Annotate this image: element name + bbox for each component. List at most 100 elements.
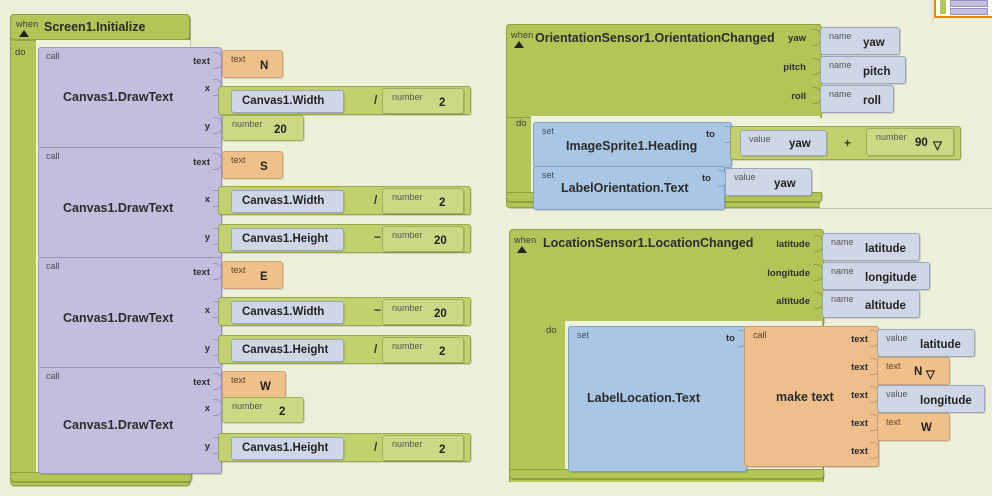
arg-label-y: y xyxy=(204,343,210,354)
text-value[interactable]: W xyxy=(260,381,271,393)
getter-value: Canvas1.Width xyxy=(242,95,325,107)
name-key-label: name xyxy=(831,237,854,247)
event-title-location-changed: LocationSensor1.LocationChanged xyxy=(543,236,754,250)
number-key-label: number xyxy=(392,341,423,351)
param-getter-longitude[interactable]: name longitude xyxy=(822,262,930,290)
text-block[interactable]: text N xyxy=(222,50,283,78)
collapse-triangle-icon[interactable] xyxy=(514,41,524,48)
call-label: call xyxy=(46,371,60,381)
getter-block-canvas1-height[interactable]: Canvas1.Height xyxy=(231,228,344,251)
chevron-down-icon[interactable]: ▽ xyxy=(926,369,935,381)
socket-label-text: text xyxy=(851,362,868,373)
text-key-label: text xyxy=(886,417,901,427)
number-block[interactable]: number 20 xyxy=(222,115,304,141)
getter-block-latitude[interactable]: value latitude xyxy=(877,329,975,357)
text-value[interactable]: S xyxy=(260,161,268,173)
number-block-with-dropdown[interactable]: number 90 ▽ xyxy=(866,128,954,156)
value-key-label: value xyxy=(886,333,908,343)
flyout-accent-strip xyxy=(940,0,946,14)
number-value[interactable]: 2 xyxy=(439,97,446,109)
number-key-label: number xyxy=(392,439,423,449)
number-value[interactable]: 90 xyxy=(915,137,928,149)
param-getter-altitude[interactable]: name altitude xyxy=(822,290,920,318)
getter-block-canvas1-width[interactable]: Canvas1.Width xyxy=(231,90,344,113)
call-method-name: Canvas1.DrawText xyxy=(63,201,174,215)
setter-block-labellocation-text[interactable]: set LabelLocation.Text to xyxy=(568,326,747,472)
socket-maketext-5 xyxy=(870,442,879,459)
call-block-canvas1-drawtext[interactable]: call Canvas1.DrawText xyxy=(38,47,222,149)
number-block[interactable]: number 20 xyxy=(382,226,464,252)
call-block-canvas1-drawtext[interactable]: call Canvas1.DrawText xyxy=(38,257,222,369)
param-getter-latitude[interactable]: name latitude xyxy=(822,233,920,261)
param-label-pitch: pitch xyxy=(783,62,806,73)
getter-block-canvas1-height[interactable]: Canvas1.Height xyxy=(231,339,344,362)
getter-block-canvas1-width[interactable]: Canvas1.Width xyxy=(231,301,344,324)
text-block[interactable]: text W xyxy=(222,371,286,399)
text-block[interactable]: text E xyxy=(222,261,283,289)
number-block[interactable]: number 2 xyxy=(222,397,304,423)
chevron-down-icon[interactable]: ▽ xyxy=(933,140,942,152)
text-value[interactable]: N xyxy=(914,366,923,378)
call-block-canvas1-drawtext[interactable]: call Canvas1.DrawText xyxy=(38,147,222,259)
text-value[interactable]: N xyxy=(260,60,269,72)
number-block[interactable]: number 2 xyxy=(382,188,464,214)
number-block[interactable]: number 2 xyxy=(382,337,464,363)
getter-value: Canvas1.Height xyxy=(242,442,329,454)
name-key-label: name xyxy=(831,294,854,304)
call-label: call xyxy=(46,51,60,61)
event-location-header[interactable] xyxy=(509,229,824,323)
number-value[interactable]: 20 xyxy=(434,235,447,247)
call-block-canvas1-drawtext[interactable]: call Canvas1.DrawText xyxy=(38,367,222,474)
number-value[interactable]: 2 xyxy=(439,444,446,456)
getter-block-yaw[interactable]: value yaw xyxy=(740,130,827,156)
setter-block-imagesprite1-heading[interactable]: set ImageSprite1.Heading to xyxy=(533,122,732,168)
getter-value: Canvas1.Height xyxy=(242,233,329,245)
text-block[interactable]: text S xyxy=(222,151,283,179)
param-label-longitude: longitude xyxy=(767,268,810,279)
operator-symbol: / xyxy=(374,440,378,454)
when-label: when xyxy=(16,19,39,29)
param-value: altitude xyxy=(865,300,906,312)
param-getter-yaw[interactable]: name yaw xyxy=(820,27,900,55)
text-key-label: text xyxy=(231,155,246,165)
socket-label-text: text xyxy=(851,334,868,345)
number-key-label: number xyxy=(392,92,423,102)
text-key-label: text xyxy=(886,361,901,371)
arg-label-text: text xyxy=(193,56,210,67)
number-value[interactable]: 2 xyxy=(439,346,446,358)
operator-symbol: + xyxy=(844,136,852,150)
param-label-altitude: altitude xyxy=(776,296,810,307)
text-block[interactable]: text W xyxy=(877,413,950,441)
number-value[interactable]: 2 xyxy=(439,197,446,209)
getter-block-canvas1-height[interactable]: Canvas1.Height xyxy=(231,437,344,460)
getter-block-yaw[interactable]: value yaw xyxy=(725,168,812,196)
getter-block-canvas1-width[interactable]: Canvas1.Width xyxy=(231,190,344,213)
socket-label-text: text xyxy=(851,418,868,429)
number-value[interactable]: 2 xyxy=(279,406,286,418)
number-block[interactable]: number 2 xyxy=(382,435,464,461)
number-value[interactable]: 20 xyxy=(274,124,287,136)
operator-symbol: / xyxy=(374,193,378,207)
event-header-screen1-initialize[interactable] xyxy=(10,14,190,40)
number-block[interactable]: number 2 xyxy=(382,88,464,114)
call-block-make-text[interactable]: call make text xyxy=(744,326,879,467)
setter-property-name: LabelLocation.Text xyxy=(587,391,700,405)
getter-value: yaw xyxy=(774,178,796,190)
getter-block-longitude[interactable]: value longitude xyxy=(877,385,985,413)
getter-value: Canvas1.Height xyxy=(242,344,329,356)
number-block[interactable]: number 20 xyxy=(382,299,464,325)
text-value[interactable]: W xyxy=(921,422,932,434)
param-getter-pitch[interactable]: name pitch xyxy=(820,56,906,84)
arg-label-text: text xyxy=(193,377,210,388)
text-value[interactable]: E xyxy=(260,271,268,283)
operator-symbol: / xyxy=(374,342,378,356)
do-label: do xyxy=(546,325,557,336)
number-value[interactable]: 20 xyxy=(434,308,447,320)
param-getter-roll[interactable]: name roll xyxy=(820,85,894,113)
setter-block-labelorientation-text[interactable]: set LabelOrientation.Text to xyxy=(533,166,725,210)
param-label-roll: roll xyxy=(791,91,806,102)
collapse-triangle-icon[interactable] xyxy=(517,246,527,253)
text-block-with-dropdown[interactable]: text N ▽ xyxy=(877,357,950,385)
collapse-triangle-icon[interactable] xyxy=(19,30,29,37)
